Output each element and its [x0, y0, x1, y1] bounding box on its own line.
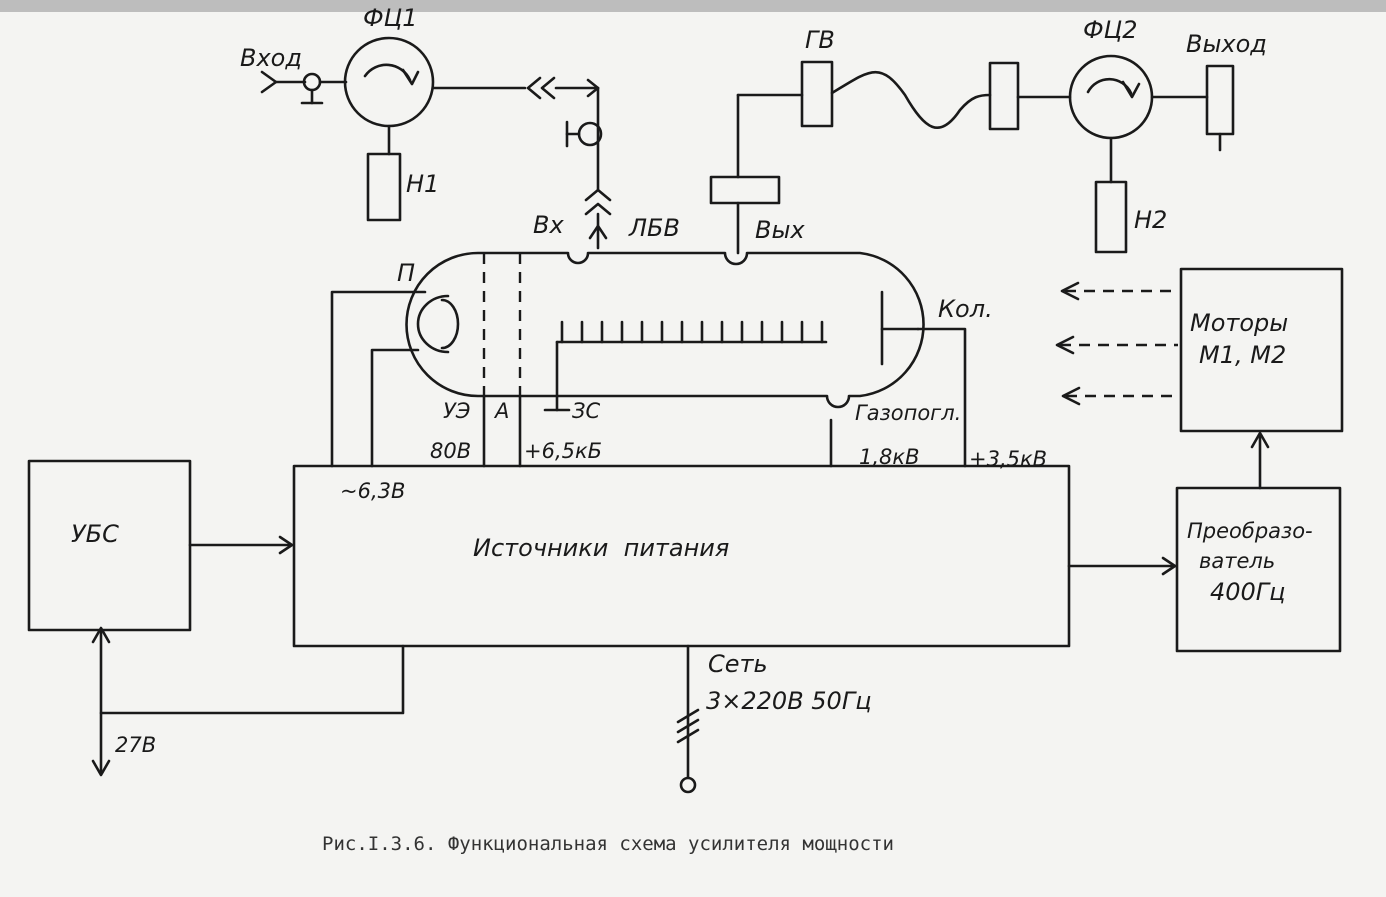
label-vhod: Вход [240, 44, 302, 72]
scan-top-band [0, 0, 1386, 12]
converter-label-1: Преобразо- [1187, 519, 1313, 543]
label-a: А [493, 399, 509, 423]
load-n2 [1094, 180, 1128, 254]
label-lbv: ЛБВ [628, 214, 680, 242]
label-gv: ГВ [805, 26, 835, 54]
block-connections [91, 281, 1270, 794]
label-n1: Н1 [406, 170, 439, 198]
output-coupler [709, 175, 781, 205]
label-6-5kv: +6,5кБ [524, 439, 602, 463]
converter-label-2: ватель [1199, 549, 1275, 573]
circulator-fc2 [1068, 54, 1154, 140]
label-kol: Кол. [938, 295, 993, 323]
label-vyx: Вых [755, 216, 805, 244]
circulator-fc1 [343, 36, 435, 128]
helix-ticks [560, 320, 824, 344]
label-vx: Вх [533, 211, 564, 239]
label-p: П [397, 259, 415, 287]
flexible-waveguide [830, 70, 992, 130]
label-zs: ЗС [572, 399, 600, 423]
twt-tube [405, 251, 925, 412]
figure-caption: Рис.I.3.6. Функциональная схема усилител… [322, 833, 894, 855]
output-flange [1205, 64, 1235, 136]
label-27v: 27В [115, 733, 156, 757]
label-ue: УЭ [443, 399, 471, 423]
converter-block [1175, 486, 1342, 653]
label-1-8kv: 1,8кВ [859, 445, 920, 469]
motors-block [1179, 267, 1344, 433]
label-fc1: ФЦ1 [363, 4, 418, 32]
label-set: Сеть [708, 650, 768, 678]
power-supply-block [292, 464, 1071, 648]
label-set-spec: 3×220В 50Гц [706, 687, 872, 715]
output-chain [709, 54, 1235, 255]
label-n2: Н2 [1134, 206, 1167, 234]
motors-label-2: М1, М2 [1199, 341, 1286, 369]
gv-flange-right [988, 61, 1020, 131]
label-3-5kv: +3,5кВ [969, 447, 1047, 471]
label-80v: 80В [430, 439, 471, 463]
label-vyhod: Выход [1186, 30, 1267, 58]
label-gazopogl: Газопогл. [855, 401, 961, 425]
input-chain [260, 36, 612, 250]
label-6-3v: ~6,3В [340, 479, 405, 503]
converter-label-3: 400Гц [1210, 578, 1286, 606]
tube-wiring [330, 290, 967, 468]
gv-flange-left [800, 60, 834, 128]
load-n1 [366, 152, 402, 222]
power-supply-label: Источники питания [473, 534, 729, 562]
label-fc2: ФЦ2 [1083, 16, 1138, 44]
ubs-label: УБС [71, 520, 119, 548]
motors-label-1: Моторы [1190, 309, 1288, 337]
